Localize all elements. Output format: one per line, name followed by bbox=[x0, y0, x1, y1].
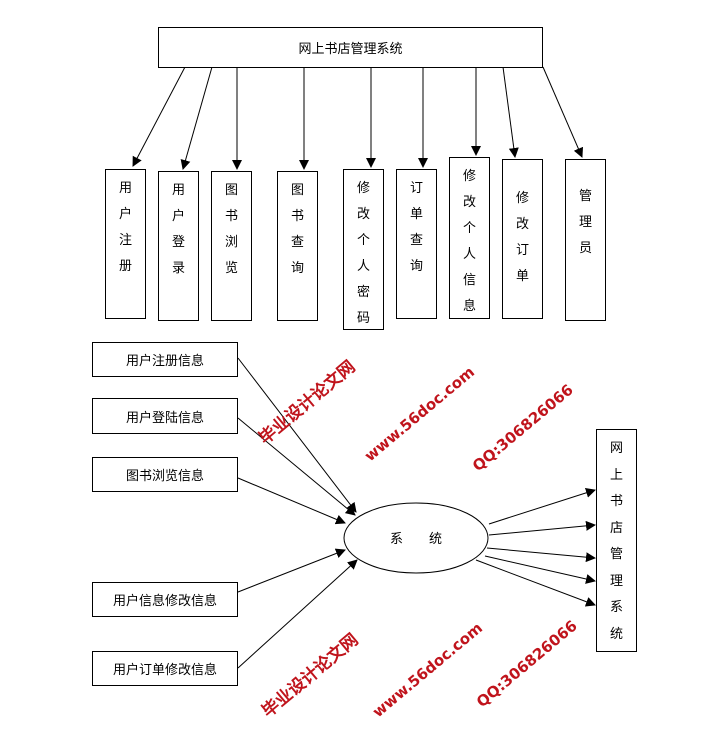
input-label: 图书浏览信息 bbox=[125, 469, 204, 484]
input-label: 用户信息修改信息 bbox=[112, 594, 217, 609]
function-label: 修改个人信息 bbox=[462, 169, 476, 314]
function-label: 管理员 bbox=[578, 189, 592, 256]
function-box-login: 用户登录 bbox=[158, 171, 199, 321]
function-box-browse: 图书浏览 bbox=[211, 171, 252, 321]
function-box-admin: 管理员 bbox=[565, 159, 606, 321]
arrow-to-login bbox=[180, 66, 213, 170]
input-label: 用户注册信息 bbox=[125, 354, 204, 369]
input-box-login: 用户登陆信息 bbox=[92, 398, 238, 434]
system-ellipse bbox=[343, 502, 489, 574]
output-label: 网上书店管理系统 bbox=[609, 441, 623, 642]
arrow-output-4 bbox=[484, 555, 596, 584]
input-box-info-edit: 用户信息修改信息 bbox=[92, 582, 238, 617]
arrow-input-5 bbox=[237, 559, 358, 669]
input-box-order-edit: 用户订单修改信息 bbox=[92, 651, 238, 686]
function-box-password: 修改个人密码 bbox=[343, 169, 384, 330]
arrow-output-2 bbox=[488, 520, 596, 536]
function-label: 图书浏览 bbox=[224, 183, 238, 276]
arrow-to-admin bbox=[542, 66, 584, 158]
function-label: 订单查询 bbox=[409, 181, 423, 274]
function-box-order-edit: 修改订单 bbox=[502, 159, 543, 319]
function-box-personal-info: 修改个人信息 bbox=[449, 157, 490, 319]
system-label: 系 统 bbox=[390, 532, 442, 547]
arrow-input-4 bbox=[237, 548, 346, 593]
function-label: 修改订单 bbox=[515, 191, 529, 284]
function-label: 修改个人密码 bbox=[356, 181, 370, 326]
arrow-input-1 bbox=[237, 357, 357, 513]
function-label: 用户注册 bbox=[118, 181, 132, 274]
output-system-box: 网上书店管理系统 bbox=[596, 429, 637, 652]
arrow-output-1 bbox=[488, 487, 596, 525]
function-label: 图书查询 bbox=[290, 183, 304, 276]
input-label: 用户订单修改信息 bbox=[112, 663, 217, 678]
function-box-register: 用户注册 bbox=[105, 169, 146, 319]
arrow-output-3 bbox=[486, 547, 596, 563]
function-box-search: 图书查询 bbox=[277, 171, 318, 321]
arrow-to-order-edit bbox=[502, 66, 519, 158]
arrow-to-register bbox=[132, 66, 186, 167]
arrow-input-3 bbox=[237, 477, 346, 525]
input-box-browse: 图书浏览信息 bbox=[92, 457, 238, 492]
arrow-input-2 bbox=[237, 417, 356, 516]
top-system-box: 网上书店管理系统 bbox=[158, 27, 543, 68]
function-label: 用户登录 bbox=[171, 183, 185, 276]
top-system-label: 网上书店管理系统 bbox=[298, 42, 403, 57]
input-label: 用户登陆信息 bbox=[125, 410, 204, 426]
arrow-output-5 bbox=[475, 559, 596, 607]
function-box-order-query: 订单查询 bbox=[396, 169, 437, 319]
input-box-register: 用户注册信息 bbox=[92, 342, 238, 377]
